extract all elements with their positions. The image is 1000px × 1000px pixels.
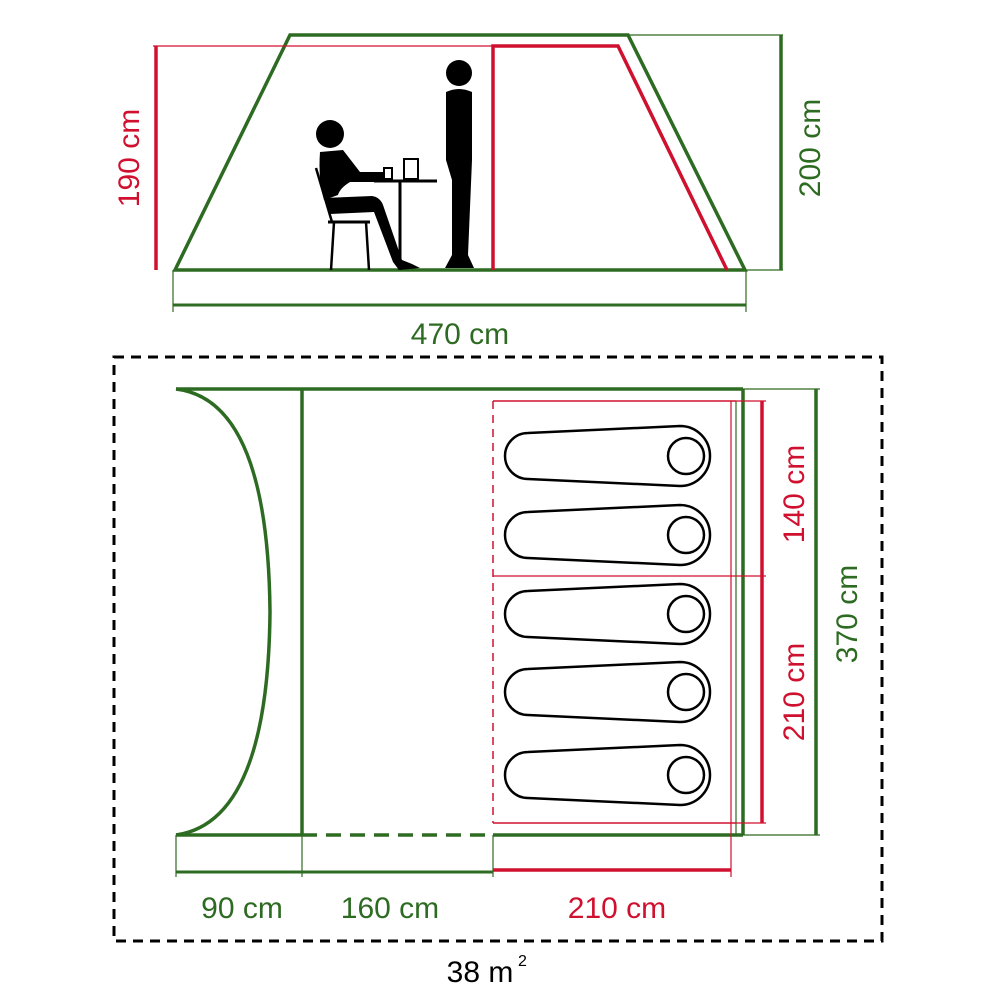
seated-person-icon [314,120,437,271]
length-label: 470 cm [411,318,509,351]
area-number: 38 m [447,956,514,989]
bedroom-lower-label: 210 cm [778,643,811,741]
sleeping-bag-3 [503,582,712,646]
sleeping-bags [503,424,712,807]
standing-person-icon [445,60,474,268]
sleeping-bag-1 [503,424,712,488]
sleeping-bag-4 [503,660,712,724]
living-label: 160 cm [341,892,439,925]
floor-plan: 140 cm 210 cm 370 cm 90 cm 160 cm 210 cm [112,355,884,943]
width-total-label: 370 cm [831,565,864,663]
area-superscript: 2 [518,953,527,970]
area-label: 38 m 2 [447,953,527,989]
bedroom-upper-label: 140 cm [778,445,811,543]
porch-curve [175,387,272,837]
outer-height-label: 200 cm [794,99,827,197]
area-value: 38 m [447,956,514,989]
bedroom-depth-label: 210 cm [568,892,666,925]
footprint-outline [112,355,884,943]
inner-height-label: 190 cm [113,109,146,207]
inner-bedroom-profile [491,44,729,271]
side-view: 190 cm 200 cm 470 cm [113,33,827,351]
porch-label: 90 cm [201,892,283,925]
sleeping-bag-2 [503,503,712,567]
sleeping-bag-5 [503,743,712,807]
